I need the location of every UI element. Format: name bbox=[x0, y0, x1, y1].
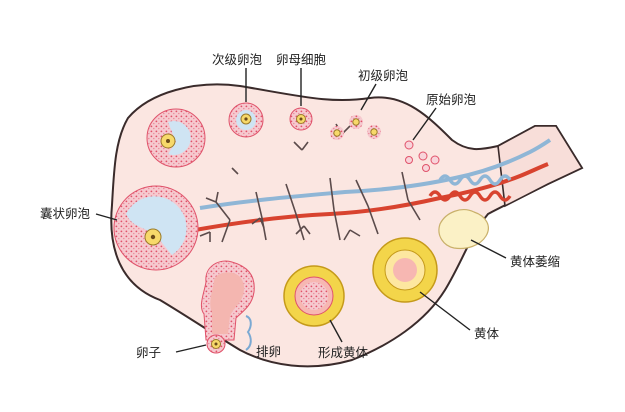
leader-lines bbox=[95, 68, 507, 353]
label-primary-follicle: 初级卵泡 bbox=[358, 68, 409, 83]
vesicular-follicle bbox=[113, 185, 199, 271]
label-secondary-follicle: 次级卵泡 bbox=[212, 52, 263, 67]
vein bbox=[199, 138, 552, 210]
primordial-follicles bbox=[404, 140, 440, 172]
ovulation-follicle bbox=[200, 260, 255, 354]
artery bbox=[194, 162, 549, 232]
artery-coil bbox=[428, 190, 512, 202]
label-vesicular-follicle: 囊状卵泡 bbox=[40, 206, 91, 221]
oocyte bbox=[289, 107, 313, 131]
label-ovulation: 排卵 bbox=[256, 344, 281, 359]
corpus-luteum bbox=[372, 237, 438, 303]
secondary-follicle bbox=[228, 102, 264, 138]
label-forming-corpus-luteum: 形成黄体 bbox=[318, 345, 369, 360]
forming-corpus-luteum bbox=[283, 265, 345, 327]
label-primordial-follicle: 原始卵泡 bbox=[426, 92, 477, 107]
label-oocyte: 卵母细胞 bbox=[276, 52, 327, 67]
labels: 次级卵泡 卵母细胞 初级卵泡 原始卵泡 囊状卵泡 黄体萎缩 黄体 形成黄体 卵子… bbox=[40, 52, 560, 360]
ovulation-brace bbox=[245, 315, 252, 351]
corpus-albicans bbox=[438, 209, 489, 250]
vein-coil bbox=[438, 174, 512, 186]
label-ovum: 卵子 bbox=[136, 345, 161, 360]
label-corpus-luteum-atrophy: 黄体萎缩 bbox=[510, 254, 560, 269]
label-corpus-luteum: 黄体 bbox=[474, 326, 500, 341]
early-antral-follicle bbox=[146, 108, 206, 168]
primary-follicles bbox=[330, 115, 381, 140]
